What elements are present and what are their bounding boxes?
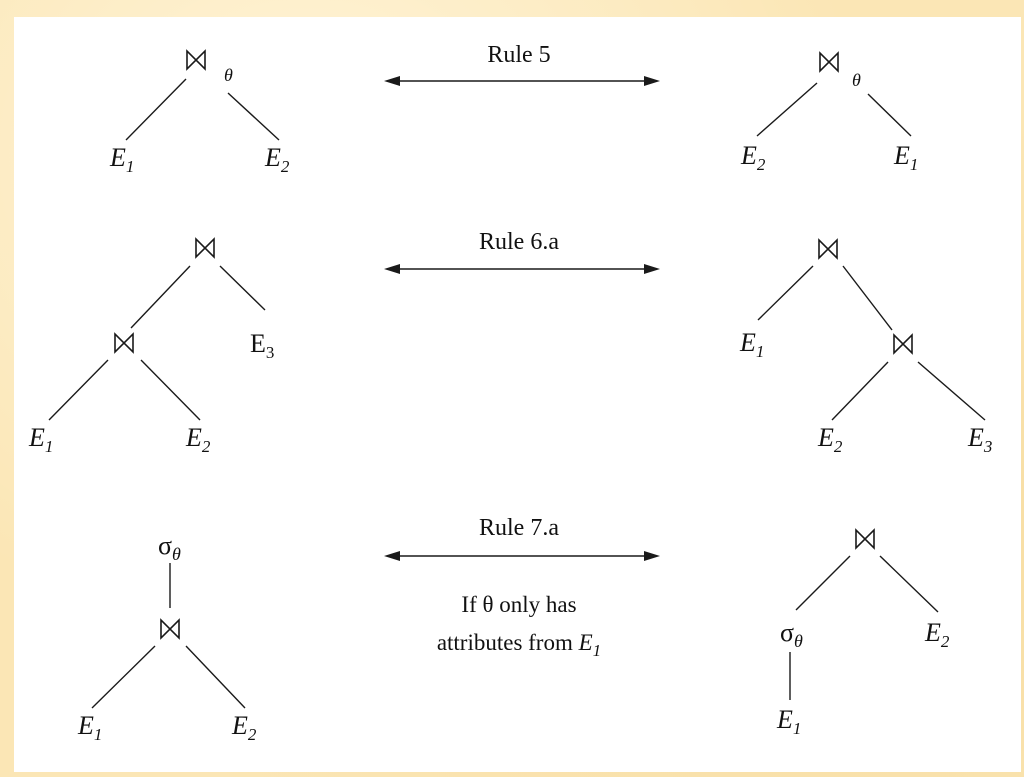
tree-edge	[219, 265, 266, 311]
join-icon	[195, 238, 215, 258]
leaf-relation: E1	[77, 711, 102, 744]
tree-edge	[917, 361, 986, 421]
rule-6a-right-tree: E1 E2 E3	[739, 239, 992, 456]
tree-edge	[125, 78, 187, 141]
tree-edge	[756, 82, 818, 137]
rule-condition-line-1: If θ only has	[461, 592, 576, 617]
tree-edge	[879, 555, 939, 613]
arrowhead-left-icon	[384, 264, 400, 274]
join-icon	[893, 334, 913, 354]
theta-subscript: θ	[852, 70, 861, 90]
arrowhead-left-icon	[384, 76, 400, 86]
rule-6a-arrow: Rule 6.a	[384, 229, 660, 274]
tree-edge	[185, 645, 246, 709]
leaf-relation: E1	[28, 423, 53, 456]
selection-operator: σθ	[780, 618, 803, 651]
arrowhead-right-icon	[644, 551, 660, 561]
leaf-relation: E2	[740, 141, 766, 174]
rule-5-left-tree: θ E1 E2	[109, 50, 290, 176]
join-icon	[160, 619, 180, 639]
rule-5-right-tree: θ E2 E1	[740, 52, 918, 174]
leaf-relation: E3	[250, 329, 274, 362]
arrowhead-left-icon	[384, 551, 400, 561]
join-icon	[114, 333, 134, 353]
diagram-panel	[14, 17, 1021, 772]
rule-label: Rule 5	[487, 42, 550, 68]
arrowhead-right-icon	[644, 76, 660, 86]
join-icon	[855, 529, 875, 549]
arrowhead-right-icon	[644, 264, 660, 274]
tree-edge	[795, 555, 851, 611]
leaf-relation: E2	[924, 618, 950, 651]
join-icon	[818, 239, 838, 259]
tree-edge	[48, 359, 109, 421]
join-icon	[186, 50, 206, 70]
selection-operator: σθ	[158, 531, 181, 564]
rule-condition-line-2: attributes from E1	[437, 630, 601, 660]
tree-edge	[842, 265, 893, 331]
tree-edge	[867, 93, 912, 137]
rule-7a-left-tree: σθ E1 E2	[77, 531, 257, 744]
rule-7a-arrow: Rule 7.a If θ only has attributes from E…	[384, 515, 660, 660]
rule-label: Rule 7.a	[479, 515, 559, 541]
leaf-relation: E2	[185, 423, 211, 456]
leaf-relation: E3	[967, 423, 992, 456]
tree-edge	[831, 361, 889, 421]
tree-edge	[130, 265, 191, 329]
rule-7a-right-tree: σθ E2 E1	[776, 529, 950, 738]
leaf-relation: E2	[231, 711, 257, 744]
leaf-relation: E1	[893, 141, 918, 174]
leaf-relation: E1	[776, 705, 801, 738]
join-icon	[819, 52, 839, 72]
tree-edge	[91, 645, 156, 709]
tree-edge	[140, 359, 201, 421]
leaf-relation: E2	[817, 423, 843, 456]
leaf-relation: E1	[739, 328, 764, 361]
leaf-relation: E2	[264, 143, 290, 176]
leaf-relation: E1	[109, 143, 134, 176]
rule-6a-left-tree: E3 E1 E2	[28, 238, 274, 456]
rule-label: Rule 6.a	[479, 229, 559, 255]
theta-subscript: θ	[224, 65, 233, 85]
tree-edge	[227, 92, 280, 141]
tree-edge	[757, 265, 814, 321]
rule-5-arrow: Rule 5	[384, 42, 660, 86]
